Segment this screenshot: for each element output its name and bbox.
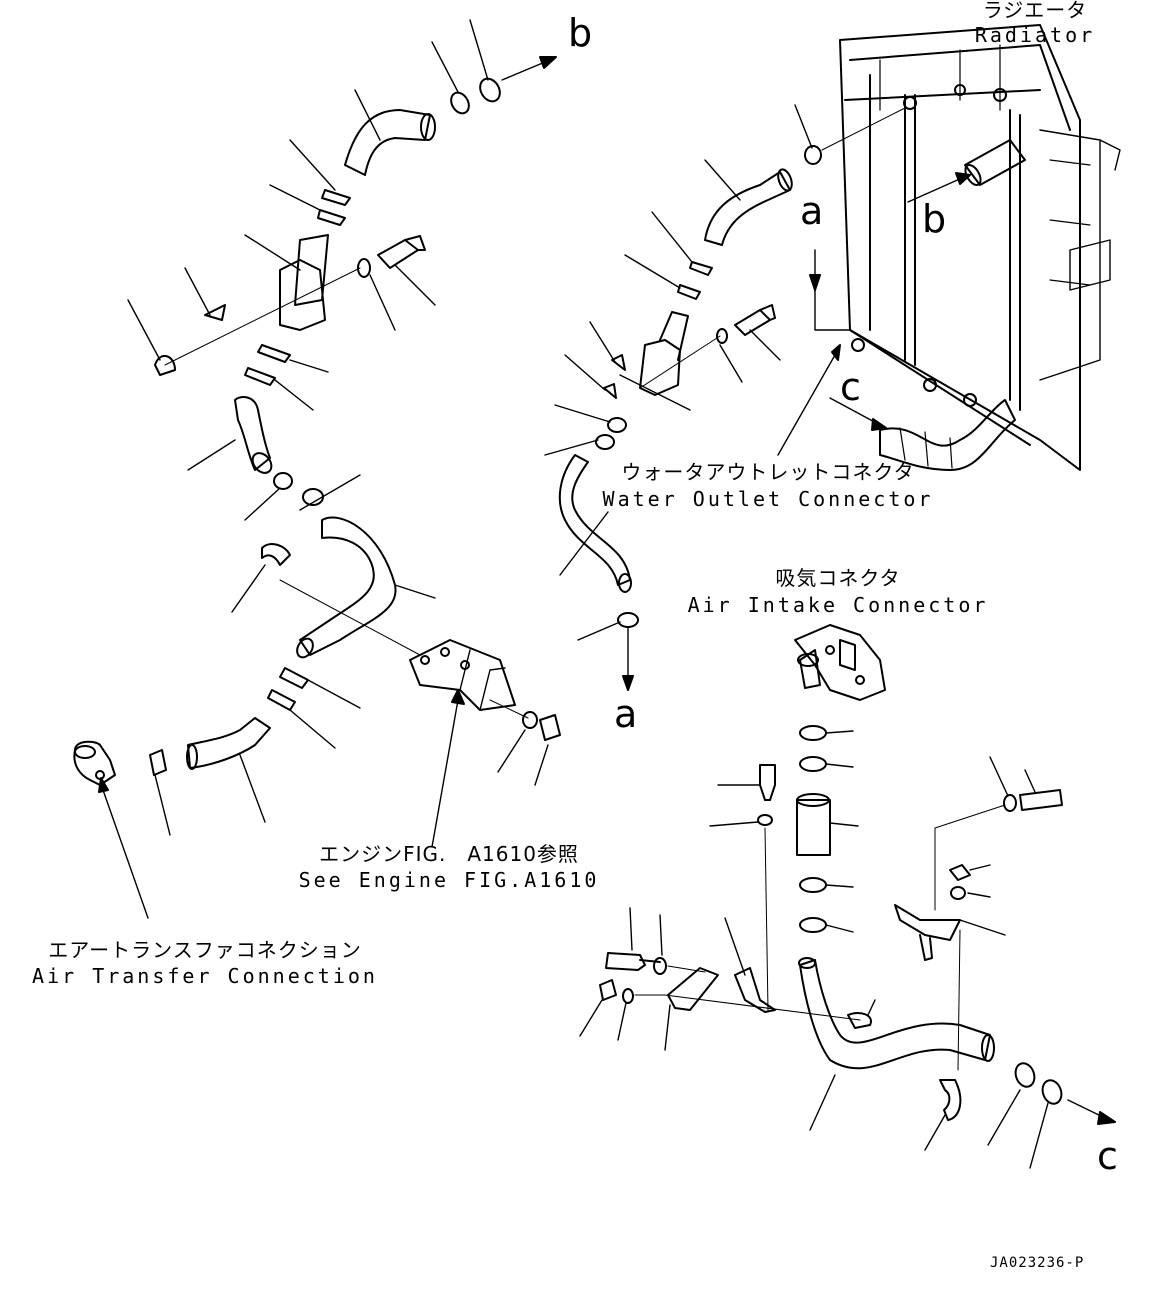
- ref-letter-a-radiator: a: [800, 189, 824, 233]
- ref-letter-c-bottom: c: [1097, 1134, 1118, 1178]
- reference-arrows: [501, 56, 971, 456]
- ref-letter-c-radiator: c: [840, 365, 861, 409]
- engine-ref-label-jp: エンジンFIG. A1610参照: [319, 842, 579, 866]
- radiator-label-jp: ラジエータ: [982, 0, 1088, 22]
- air-intake-assembly: [579, 624, 1116, 1169]
- ref-letter-b-top: b: [568, 11, 593, 55]
- air-transfer-label-jp: エアートランスファコネクション: [48, 938, 362, 962]
- drawing-code: JA023236-P: [990, 1255, 1085, 1271]
- engine-ref-label-en: See Engine FIG.A1610: [298, 868, 600, 892]
- radiator-assembly: [839, 24, 1121, 471]
- upper-left-hoses: [73, 19, 561, 919]
- water-outlet-label-en: Water Outlet Connector: [602, 487, 934, 511]
- air-intake-label-en: Air Intake Connector: [687, 593, 989, 617]
- radiator-label-en: Radiator: [974, 23, 1096, 47]
- air-intake-label-jp: 吸気コネクタ: [775, 566, 901, 590]
- ref-letter-a-bottom: a: [614, 692, 638, 736]
- air-transfer-label-en: Air Transfer Connection: [32, 964, 378, 988]
- ref-letter-b-radiator: b: [922, 197, 947, 241]
- middle-hoses: [544, 104, 906, 691]
- water-outlet-label-jp: ウォータアウトレットコネクタ: [621, 460, 915, 484]
